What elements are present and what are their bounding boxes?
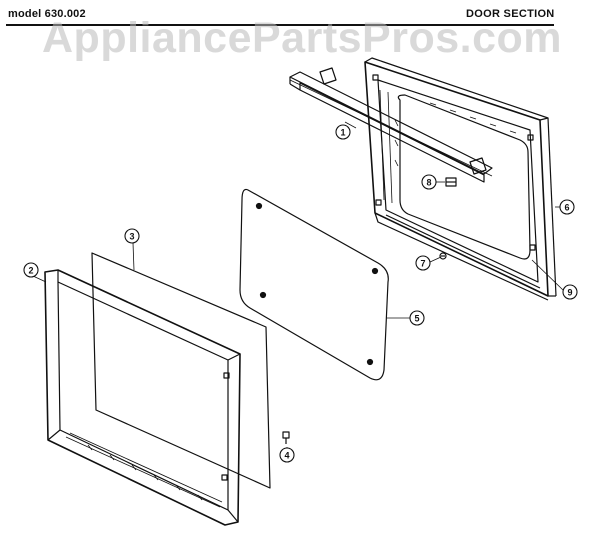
model-number: model 630.002 xyxy=(8,8,86,20)
part-7-screw xyxy=(439,252,447,260)
callout-4: 4 xyxy=(279,447,295,463)
header-rule xyxy=(6,24,554,26)
svg-text:4: 4 xyxy=(284,451,289,461)
callout-1: 1 xyxy=(335,124,351,140)
svg-text:2: 2 xyxy=(28,266,33,276)
part-1-trim-bar xyxy=(289,67,493,183)
svg-text:9: 9 xyxy=(567,288,572,298)
part-8-clip xyxy=(445,177,457,187)
callout-9: 9 xyxy=(562,284,578,300)
callout-2: 2 xyxy=(23,262,39,278)
part-5-panel xyxy=(239,188,389,381)
section-title: DOOR SECTION xyxy=(466,8,555,20)
part-4-screw xyxy=(282,431,290,444)
callout-8: 8 xyxy=(421,174,437,190)
svg-text:3: 3 xyxy=(129,232,134,242)
inner-door-panel xyxy=(364,57,557,301)
callout-7: 7 xyxy=(415,255,431,271)
callout-6: 6 xyxy=(559,199,575,215)
svg-text:8: 8 xyxy=(426,178,431,188)
callout-5: 5 xyxy=(409,310,425,326)
callouts: 1 2 3 4 5 6 7 xyxy=(23,124,578,463)
part-2-outer-frame xyxy=(44,269,241,526)
svg-text:6: 6 xyxy=(564,203,569,213)
svg-text:5: 5 xyxy=(414,314,419,324)
callout-3: 3 xyxy=(124,228,140,244)
leader-lines xyxy=(32,121,564,448)
part-3-glass xyxy=(91,252,271,489)
svg-text:1: 1 xyxy=(340,128,345,138)
svg-text:7: 7 xyxy=(420,259,425,269)
